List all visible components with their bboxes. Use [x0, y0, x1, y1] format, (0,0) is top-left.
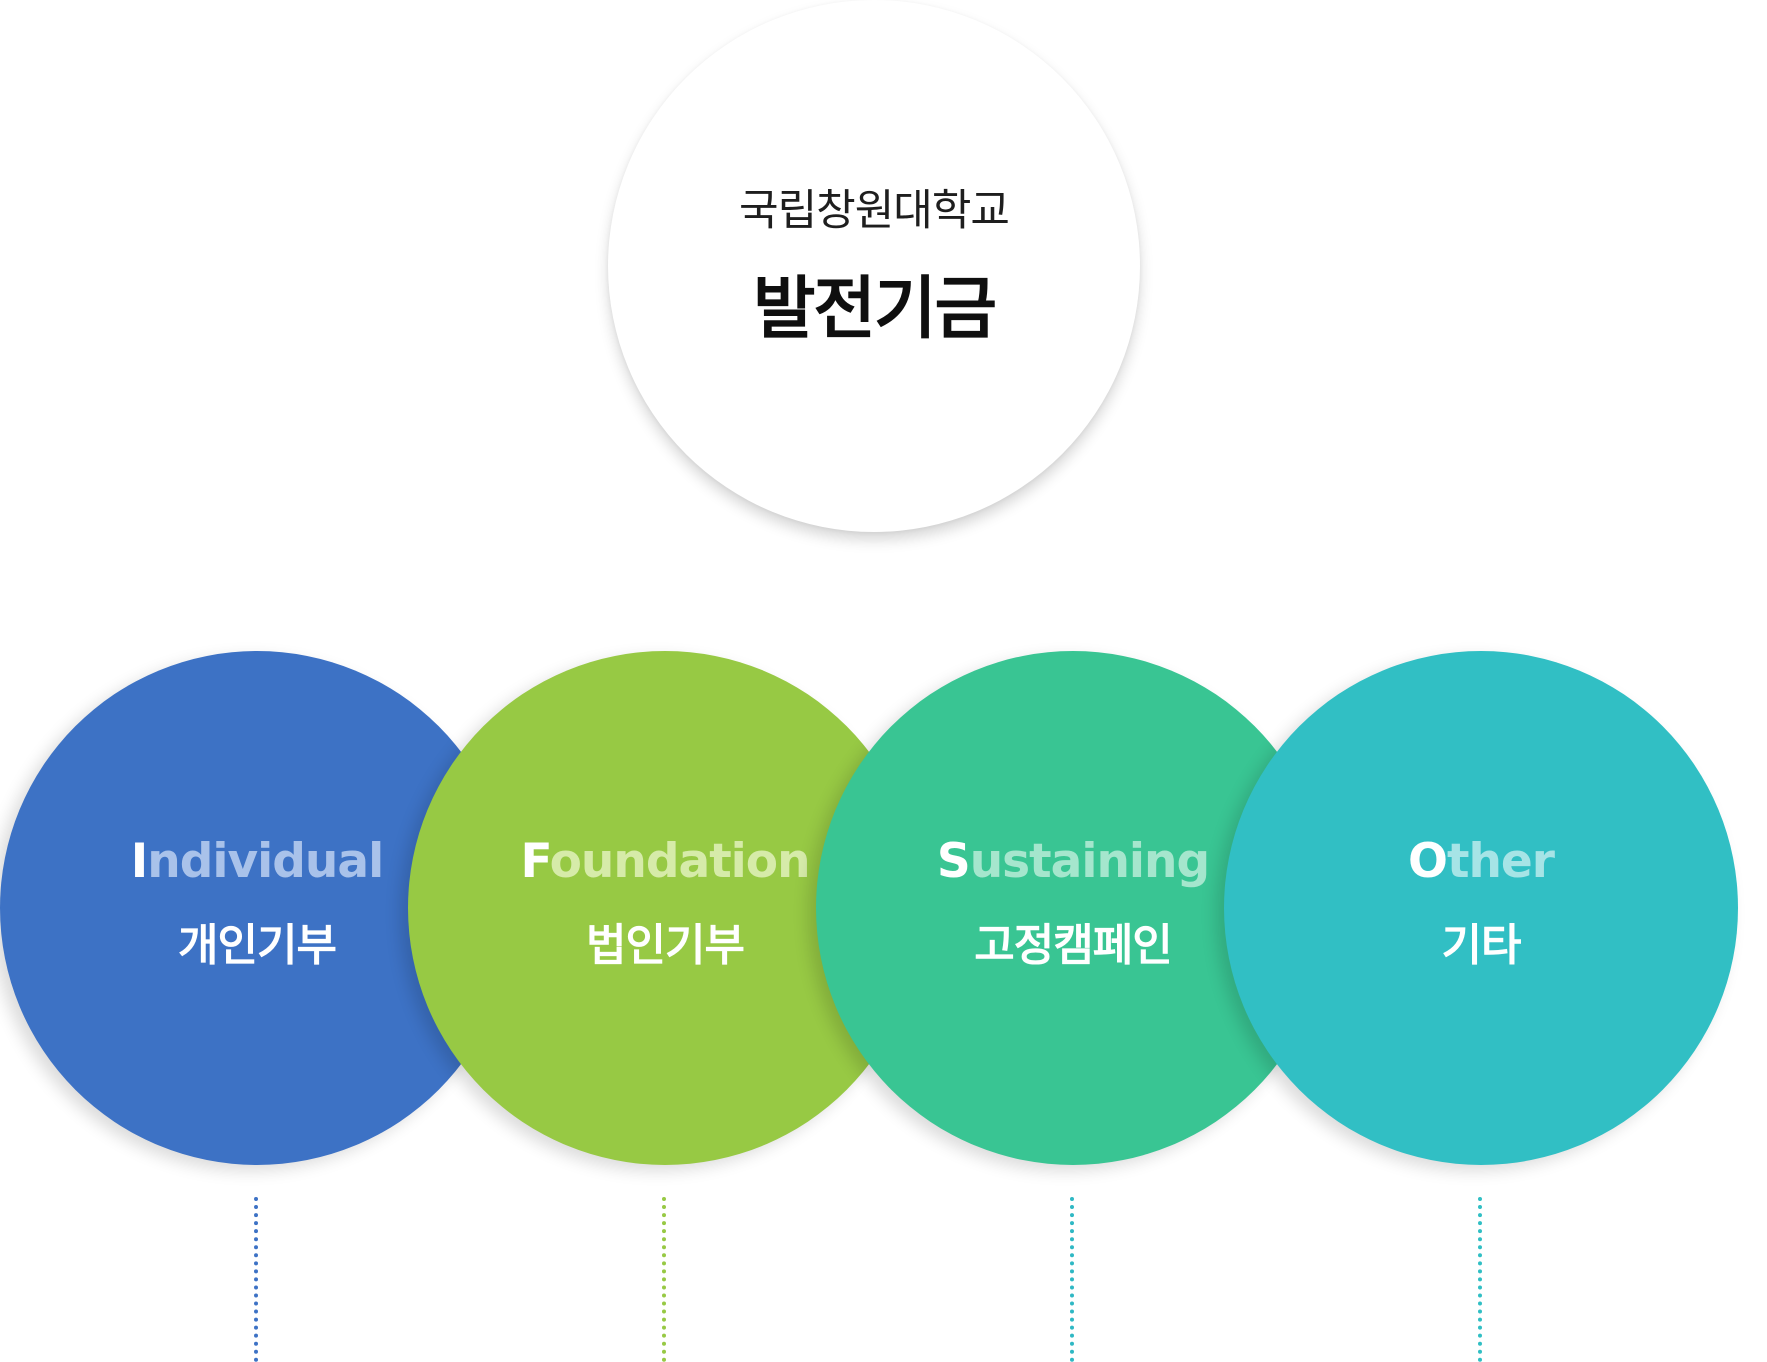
university-name: 국립창원대학교 — [739, 186, 1010, 236]
category-circle-other[interactable]: Other 기타 — [1224, 651, 1738, 1165]
hub-circle: 국립창원대학교 발전기금 — [608, 0, 1140, 532]
category-english-label: Sustaining — [936, 834, 1210, 889]
connector-line-other — [1478, 1197, 1482, 1362]
category-korean-label: 법인기부 — [586, 920, 745, 971]
connector-line-sustaining — [1070, 1197, 1074, 1362]
connector-line-foundation — [662, 1197, 666, 1362]
category-korean-label: 기타 — [1441, 920, 1522, 971]
category-english-label: Other — [1408, 834, 1555, 889]
category-english-label: Individual — [130, 834, 384, 889]
category-korean-label: 개인기부 — [178, 920, 337, 971]
category-korean-label: 고정캠페인 — [974, 920, 1172, 971]
category-english-label: Foundation — [520, 834, 810, 889]
connector-line-individual — [254, 1197, 258, 1362]
development-fund-title: 발전기금 — [752, 270, 997, 349]
